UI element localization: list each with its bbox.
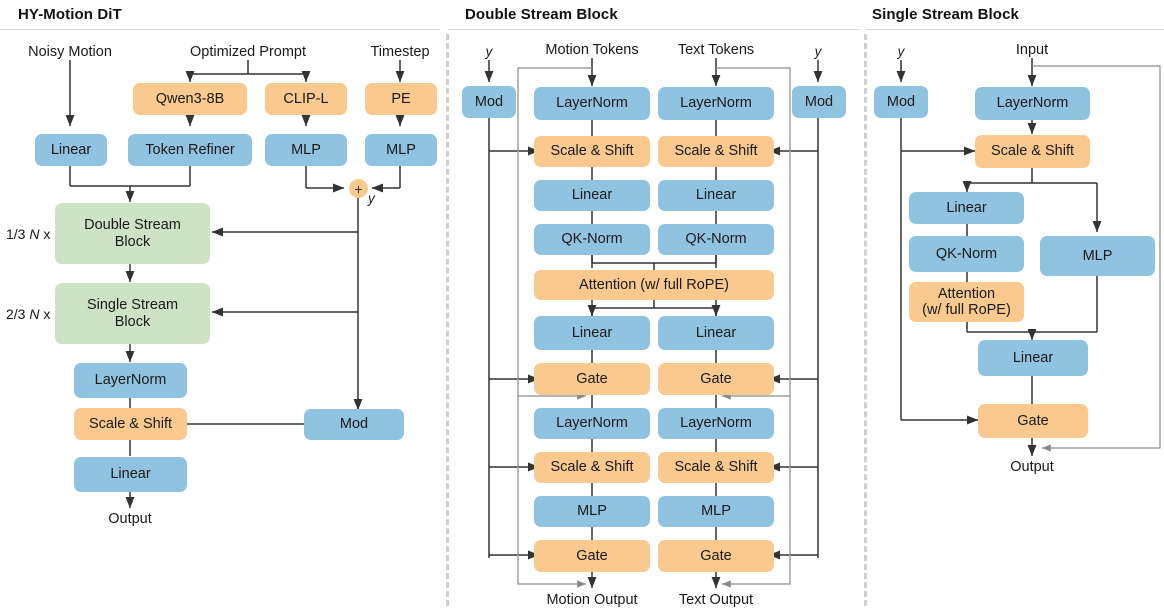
box-token-refiner[interactable]: Token Refiner bbox=[128, 134, 252, 166]
box-motion-mlp[interactable]: MLP bbox=[534, 496, 650, 527]
box-motion-linear-2[interactable]: Linear bbox=[534, 316, 650, 350]
panel-divider-2 bbox=[864, 34, 867, 606]
box-text-gate-1[interactable]: Gate bbox=[658, 363, 774, 395]
box-right-gate[interactable]: Gate bbox=[978, 404, 1088, 438]
label-single-repeat: 2/3 N x bbox=[6, 306, 50, 322]
label-noisy-motion: Noisy Motion bbox=[28, 44, 112, 60]
label-text-tokens: Text Tokens bbox=[677, 42, 755, 58]
single-repeat-x: x bbox=[43, 306, 51, 322]
box-motion-layernorm-1[interactable]: LayerNorm bbox=[534, 87, 650, 120]
box-right-linear-q[interactable]: Linear bbox=[909, 192, 1024, 224]
box-text-scale-shift-1[interactable]: Scale & Shift bbox=[658, 136, 774, 167]
box-single-stream-block[interactable]: Single Stream Block bbox=[55, 283, 210, 344]
label-output-right: Output bbox=[1010, 459, 1054, 475]
label-motion-tokens: Motion Tokens bbox=[545, 42, 639, 58]
box-right-qk-norm[interactable]: QK-Norm bbox=[909, 236, 1024, 272]
box-scale-shift-out[interactable]: Scale & Shift bbox=[74, 408, 187, 440]
label-timestep: Timestep bbox=[370, 44, 430, 60]
box-layernorm-out[interactable]: LayerNorm bbox=[74, 363, 187, 398]
box-motion-gate-1[interactable]: Gate bbox=[534, 363, 650, 395]
label-double-repeat: 1/3 N x bbox=[6, 226, 50, 242]
sum-node-plus: + bbox=[349, 179, 368, 198]
box-right-scale-shift[interactable]: Scale & Shift bbox=[975, 135, 1090, 168]
title-rule-middle bbox=[448, 29, 860, 30]
panel-title-double-stream-block: Double Stream Block bbox=[465, 6, 618, 23]
box-qwen3-8b[interactable]: Qwen3-8B bbox=[133, 83, 247, 115]
double-repeat-frac: 1/3 bbox=[6, 226, 26, 242]
label-output-left: Output bbox=[108, 511, 152, 527]
label-y-middle-left: y bbox=[485, 44, 493, 59]
label-text-output: Text Output bbox=[678, 592, 754, 608]
box-pe[interactable]: PE bbox=[365, 83, 437, 115]
box-mod-right-panel[interactable]: Mod bbox=[874, 86, 928, 118]
box-text-mlp[interactable]: MLP bbox=[658, 496, 774, 527]
box-motion-scale-shift-2[interactable]: Scale & Shift bbox=[534, 452, 650, 483]
label-y-middle-right: y bbox=[814, 44, 822, 59]
box-motion-linear-1[interactable]: Linear bbox=[534, 180, 650, 211]
box-double-stream-block[interactable]: Double Stream Block bbox=[55, 203, 210, 264]
box-text-layernorm-2[interactable]: LayerNorm bbox=[658, 408, 774, 439]
box-motion-scale-shift-1[interactable]: Scale & Shift bbox=[534, 136, 650, 167]
box-mod-left-panel[interactable]: Mod bbox=[304, 409, 404, 440]
box-text-scale-shift-2[interactable]: Scale & Shift bbox=[658, 452, 774, 483]
title-rule-left bbox=[0, 29, 440, 30]
box-text-layernorm-1[interactable]: LayerNorm bbox=[658, 87, 774, 120]
box-text-qk-norm[interactable]: QK-Norm bbox=[658, 224, 774, 255]
box-mlp-clip[interactable]: MLP bbox=[265, 134, 347, 166]
box-motion-qk-norm[interactable]: QK-Norm bbox=[534, 224, 650, 255]
title-rule-right bbox=[866, 29, 1164, 30]
box-mod-middle-left[interactable]: Mod bbox=[462, 86, 516, 118]
box-right-attention[interactable]: Attention (w/ full RoPE) bbox=[909, 282, 1024, 322]
box-text-gate-2[interactable]: Gate bbox=[658, 540, 774, 572]
box-motion-gate-2[interactable]: Gate bbox=[534, 540, 650, 572]
panel-title-hy-motion-dit: HY-Motion DiT bbox=[18, 6, 122, 23]
box-mlp-pe[interactable]: MLP bbox=[365, 134, 437, 166]
box-text-linear-2[interactable]: Linear bbox=[658, 316, 774, 350]
box-right-mlp[interactable]: MLP bbox=[1040, 236, 1155, 276]
box-attention-full-rope-middle[interactable]: Attention (w/ full RoPE) bbox=[534, 270, 774, 300]
single-repeat-n: N bbox=[29, 306, 40, 322]
single-repeat-frac: 2/3 bbox=[6, 306, 26, 322]
box-mod-middle-right[interactable]: Mod bbox=[792, 86, 846, 118]
label-y-left: y bbox=[368, 191, 375, 206]
box-right-linear-out[interactable]: Linear bbox=[978, 340, 1088, 376]
label-optimized-prompt: Optimized Prompt bbox=[189, 44, 307, 60]
label-motion-output: Motion Output bbox=[546, 592, 638, 608]
box-motion-layernorm-2[interactable]: LayerNorm bbox=[534, 408, 650, 439]
double-repeat-n: N bbox=[29, 226, 40, 242]
label-y-right: y bbox=[897, 44, 905, 59]
label-input-right: Input bbox=[1015, 42, 1049, 58]
double-repeat-x: x bbox=[43, 226, 51, 242]
box-linear-noisy[interactable]: Linear bbox=[35, 134, 107, 166]
box-text-linear-1[interactable]: Linear bbox=[658, 180, 774, 211]
panel-divider-1 bbox=[446, 34, 449, 606]
box-clip-l[interactable]: CLIP-L bbox=[265, 83, 347, 115]
box-linear-out[interactable]: Linear bbox=[74, 457, 187, 492]
panel-title-single-stream-block: Single Stream Block bbox=[872, 6, 1019, 23]
box-right-layernorm[interactable]: LayerNorm bbox=[975, 87, 1090, 120]
